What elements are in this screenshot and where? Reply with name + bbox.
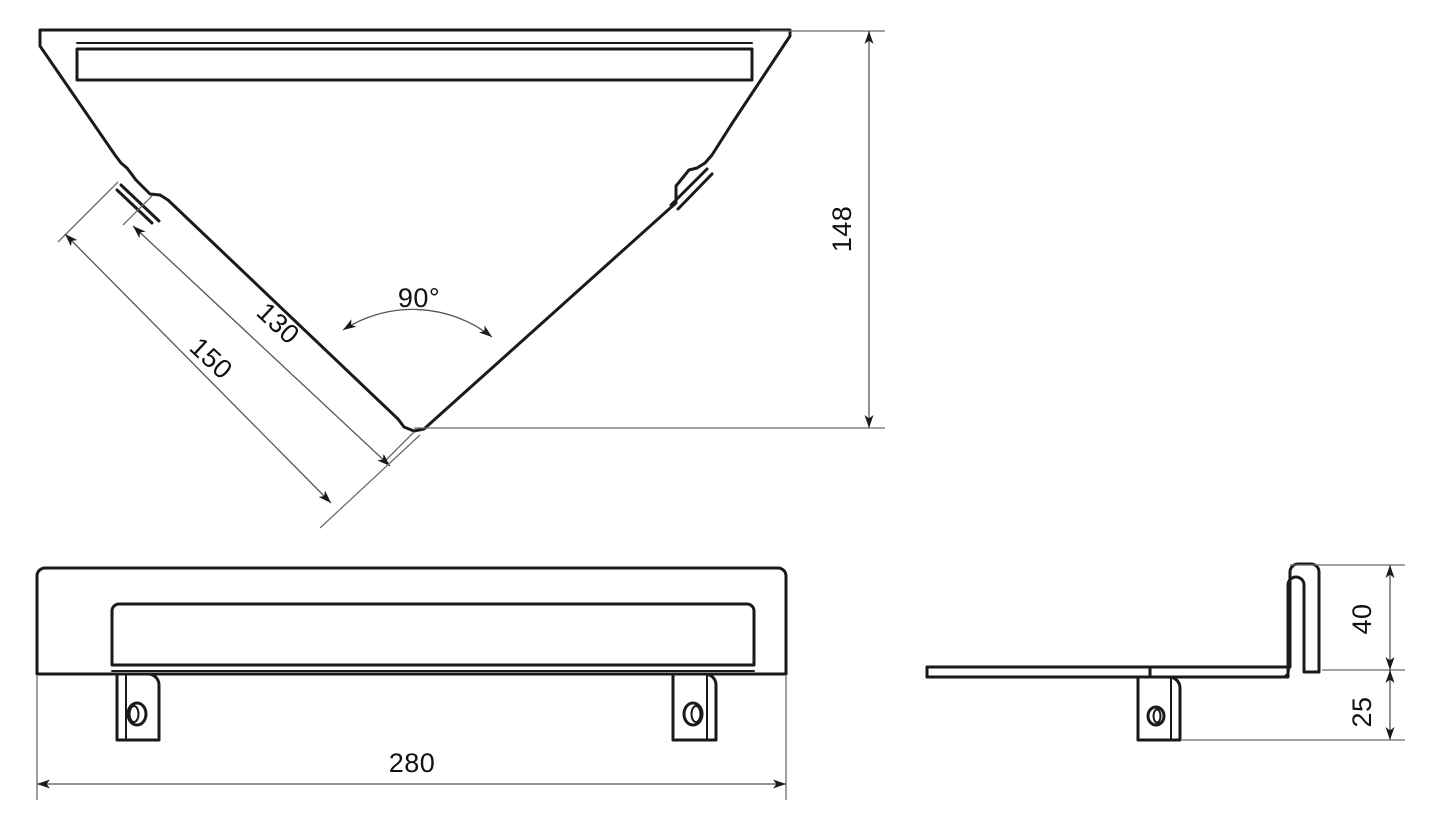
dimension-148: 148	[827, 31, 874, 428]
dimension-150: 150	[57, 181, 421, 529]
front-view-body-outline	[35, 566, 788, 676]
side-view-mounting-tab	[1136, 675, 1182, 742]
mounting-hole-left	[126, 701, 148, 727]
top-view-right-flange-inner	[676, 172, 714, 211]
side-view-inner-bend-line	[1173, 668, 1290, 678]
top-view-right-flange	[669, 167, 709, 207]
dim-150-label: 150	[184, 332, 239, 386]
side-view-flat-plate	[925, 665, 1152, 679]
dim-150-line	[64, 233, 332, 504]
mounting-tab-right-outline	[671, 672, 718, 742]
dim-280-label: 280	[389, 748, 436, 778]
dimension-130: 130	[122, 195, 415, 467]
mounting-tab-right	[671, 672, 718, 742]
top-view-left-flange	[119, 183, 161, 223]
mounting-hole-left-inner	[128, 705, 140, 723]
dimension-40: 40	[1347, 565, 1395, 670]
mounting-hole-right	[682, 701, 704, 727]
dim-angle-arc	[342, 308, 493, 338]
dim-40-label: 40	[1347, 603, 1377, 634]
dim-angle-label: 90°	[398, 283, 440, 313]
dim-130-ext-b	[384, 431, 415, 462]
dim-148-label: 148	[827, 206, 857, 253]
side-view-L-profile	[1148, 562, 1321, 679]
dim-150-ext-b	[319, 434, 421, 529]
mounting-hole-side-inner	[1152, 708, 1162, 724]
top-view: 148 130 150 90°	[38, 28, 885, 529]
mounting-tab-left-outline	[115, 672, 161, 742]
dim-25-label: 25	[1347, 696, 1377, 727]
dim-150-ext-a	[57, 181, 119, 243]
front-view: 280	[35, 566, 788, 800]
top-view-left-flange-inner	[115, 188, 154, 225]
mounting-tab-left	[115, 672, 161, 742]
front-view-inner-panel	[110, 602, 756, 667]
dimension-280: 280	[37, 748, 786, 789]
side-view: 40 25	[925, 562, 1405, 742]
dim-130-line	[132, 225, 391, 467]
top-view-outer-profile	[38, 28, 792, 433]
dimension-25: 25	[1347, 670, 1395, 740]
dim-130-ext-a	[122, 195, 153, 226]
top-view-inner-rib	[75, 47, 754, 82]
mounting-hole-right-inner	[690, 705, 702, 723]
mounting-hole-side	[1146, 705, 1166, 727]
dim-130-label: 130	[251, 297, 306, 351]
side-view-tab-outline	[1136, 675, 1182, 742]
dimension-angle-90: 90°	[342, 283, 493, 338]
